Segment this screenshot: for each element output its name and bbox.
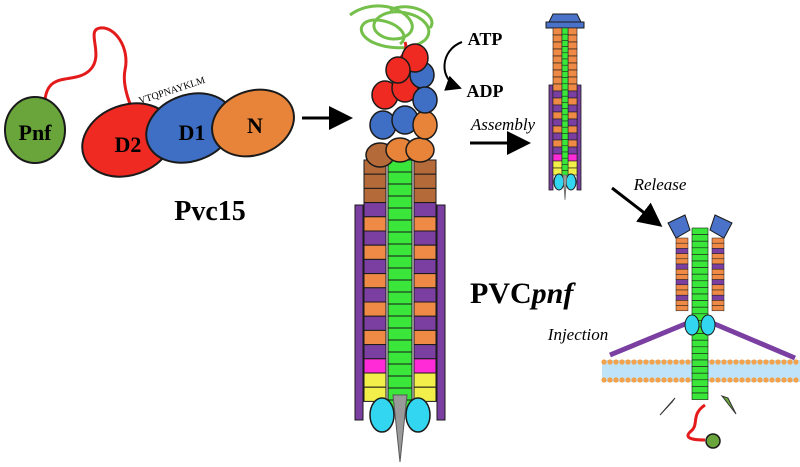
pvcpnf-complex xyxy=(349,4,446,463)
atp-tangle xyxy=(349,4,434,50)
atp-arrow xyxy=(443,41,463,91)
n-label: N xyxy=(247,113,263,138)
linker-loop xyxy=(43,26,142,122)
pnf-label: Pnf xyxy=(19,120,53,145)
atpase-head xyxy=(365,43,438,168)
pvcpnf-suffix: pnf xyxy=(529,277,577,310)
pvc15-label: Pvc15 xyxy=(174,196,246,227)
pvc15-model: Pnf D2 D1 N VTQPNAYKLM Pvc15 xyxy=(4,26,295,227)
pvcpnf-label: PVCpnf xyxy=(470,277,576,310)
pvcpnf-prefix: PVC xyxy=(470,277,532,310)
center-sheath xyxy=(363,159,437,402)
atp-hydrolysis: ATP ADP xyxy=(443,29,504,101)
released-pnf xyxy=(705,433,721,449)
injection-tube xyxy=(691,227,709,400)
assembly-label: Assembly xyxy=(470,115,536,134)
adp-label: ADP xyxy=(467,81,504,101)
d1-label: D1 xyxy=(179,120,206,145)
assembled-tube xyxy=(561,27,569,178)
center-baseplate xyxy=(369,394,431,463)
assembled-pvc xyxy=(545,13,585,201)
released-loop xyxy=(686,403,706,442)
injecting-pvc xyxy=(601,214,800,449)
pnf-domain xyxy=(4,96,66,164)
release-label: Release xyxy=(633,175,687,194)
release-arrow xyxy=(611,186,663,227)
atp-label: ATP xyxy=(468,29,503,49)
center-tube xyxy=(387,159,413,413)
injection-label: Injection xyxy=(547,325,608,344)
contracted-sheath xyxy=(675,237,725,312)
assembled-sheath xyxy=(552,27,578,176)
d2-label: D2 xyxy=(115,132,142,157)
n-domain xyxy=(211,88,295,158)
